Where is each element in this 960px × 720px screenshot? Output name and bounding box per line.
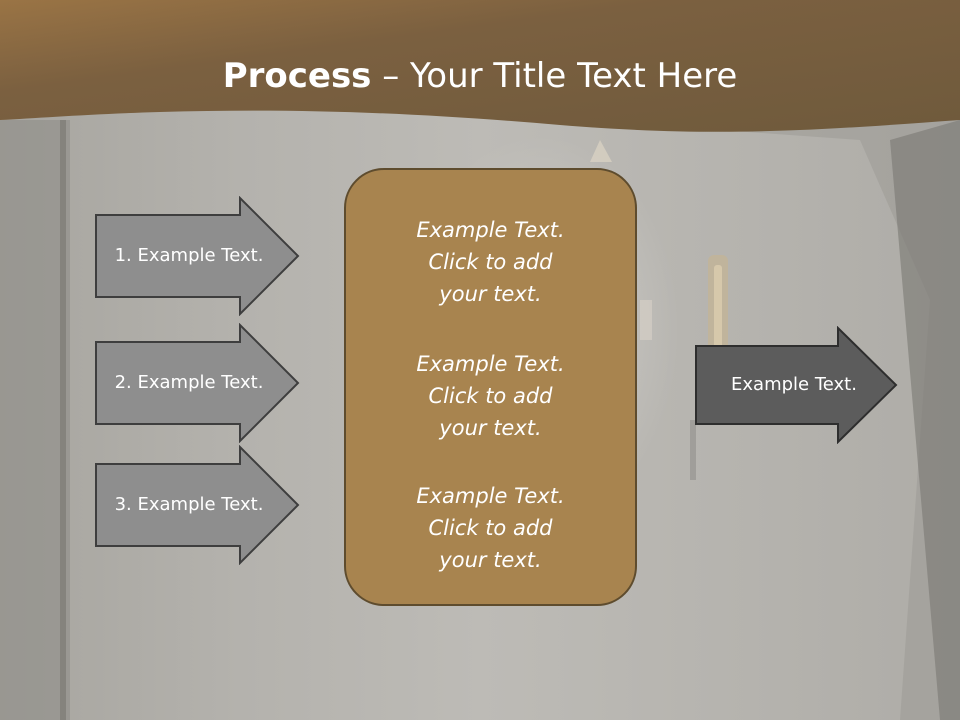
process-box-text-1[interactable]: Example Text. Click to add your text. <box>416 218 565 306</box>
input-arrow-label: 3. Example Text. <box>114 494 264 515</box>
process-box-text-3[interactable]: Example Text. Click to add your text. <box>416 484 565 572</box>
arrow-shape <box>95 323 300 443</box>
title-rest-text: – Your Title Text Here <box>371 56 738 96</box>
process-box-text-2[interactable]: Example Text. Click to add your text. <box>416 352 565 440</box>
slide-title: Process – Your Title Text Here <box>0 52 960 100</box>
input-arrow-1[interactable]: 1. Example Text. <box>94 196 304 316</box>
input-arrow-label: 1. Example Text. <box>114 245 264 266</box>
process-box[interactable]: Example Text. Click to add your text. Ex… <box>344 168 637 606</box>
input-arrow-3[interactable]: 3. Example Text. <box>94 445 304 565</box>
header-band <box>0 0 960 132</box>
title-bold-text: Process <box>222 56 372 96</box>
input-arrow-2[interactable]: 2. Example Text. <box>94 323 304 443</box>
input-arrow-label: 2. Example Text. <box>114 372 264 393</box>
output-arrow-label: Example Text. <box>731 374 857 395</box>
output-arrow[interactable]: Example Text. <box>694 325 900 445</box>
arrow-shape <box>95 445 300 565</box>
arrow-shape <box>95 196 300 316</box>
arrow-shape <box>695 325 898 445</box>
